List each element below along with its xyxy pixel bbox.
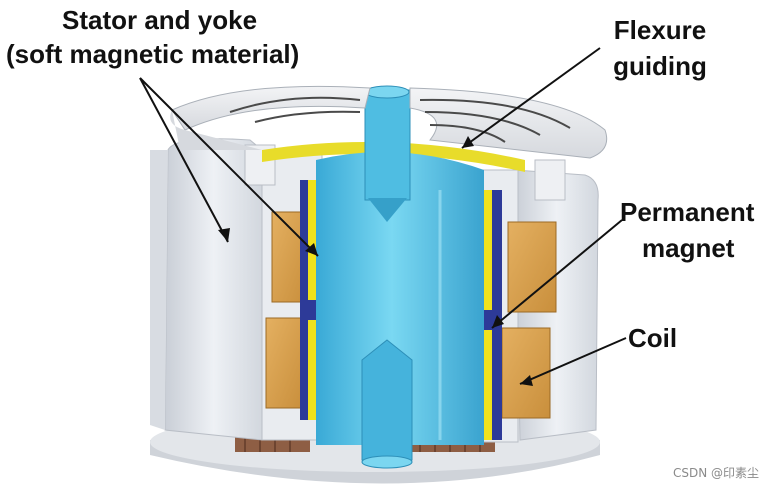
label-stator-line2: (soft magnetic material) [6,38,299,70]
label-coil: Coil [628,322,677,354]
label-flexure-line2: guiding [600,50,720,82]
label-stator-line1: Stator and yoke [62,4,257,36]
label-flexure-line1: Flexure [600,14,720,46]
label-magnet-line1: Permanent [620,196,754,228]
label-magnet-line2: magnet [642,232,734,264]
watermark: CSDN @印素尘 [673,464,759,481]
